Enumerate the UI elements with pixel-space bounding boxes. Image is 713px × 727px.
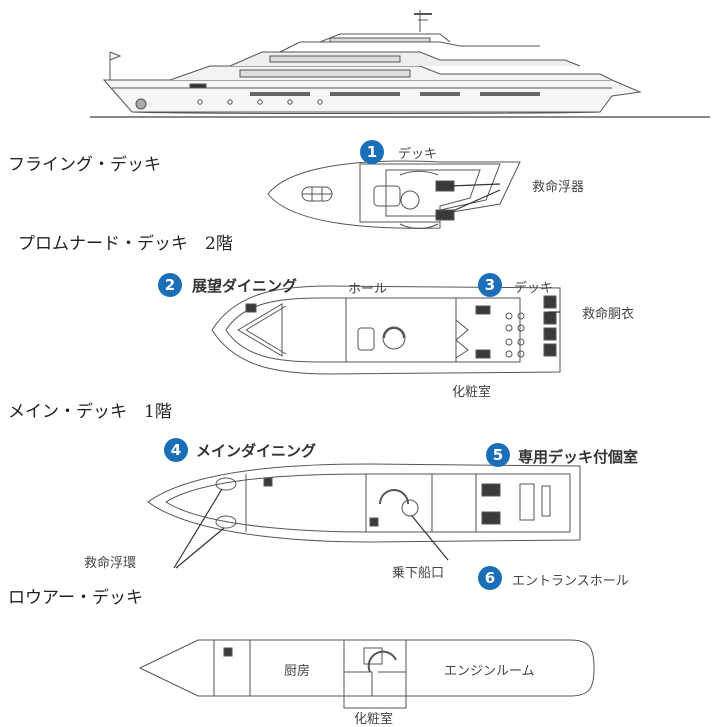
promenade-restroom-label: 化粧室 — [452, 385, 492, 400]
entrance-hall-label: エントランスホール — [512, 574, 629, 589]
engine-room-label: エンジンルーム — [444, 664, 535, 679]
main-dining-label: メインダイニング — [196, 442, 317, 460]
badge-5: 5 — [486, 443, 510, 467]
promenade-deck-plan — [211, 285, 561, 375]
lower-deck-title: ロウアー・デッキ — [8, 588, 143, 608]
ship-side-view — [90, 10, 710, 118]
hall-label: ホール — [348, 282, 388, 297]
galley-label: 厨房 — [284, 664, 311, 679]
badge-4: 4 — [164, 438, 188, 462]
badge-2: 2 — [158, 273, 182, 297]
lower-deck-plan — [138, 639, 595, 709]
badge-6: 6 — [478, 566, 502, 590]
main-deck-title: メイン・デッキ 1階 — [8, 402, 172, 422]
promenade-deck-title: プロムナード・デッキ 2階 — [18, 234, 233, 254]
badge-3: 3 — [478, 273, 502, 297]
promenade-deck-label: デッキ — [514, 281, 554, 296]
leader-lines — [173, 183, 560, 569]
main-deck-plan — [147, 463, 581, 543]
private-deck-suite-label: 専用デッキ付個室 — [518, 448, 639, 466]
lower-restroom-label: 化粧室 — [354, 712, 394, 727]
observation-dining-label: 展望ダイニング — [192, 277, 298, 295]
flying-deck-title: フライング・デッキ — [8, 155, 161, 175]
badge-1: 1 — [360, 140, 384, 164]
lifeboat-label: 救命浮器 — [532, 180, 585, 195]
flying-deck-plan — [267, 160, 521, 229]
lifejacket-label: 救命胴衣 — [582, 307, 635, 322]
flying-deck-label: デッキ — [398, 147, 438, 162]
gangway-label: 乗下船口 — [392, 566, 445, 581]
lifebuoy-label: 救命浮環 — [84, 556, 137, 571]
